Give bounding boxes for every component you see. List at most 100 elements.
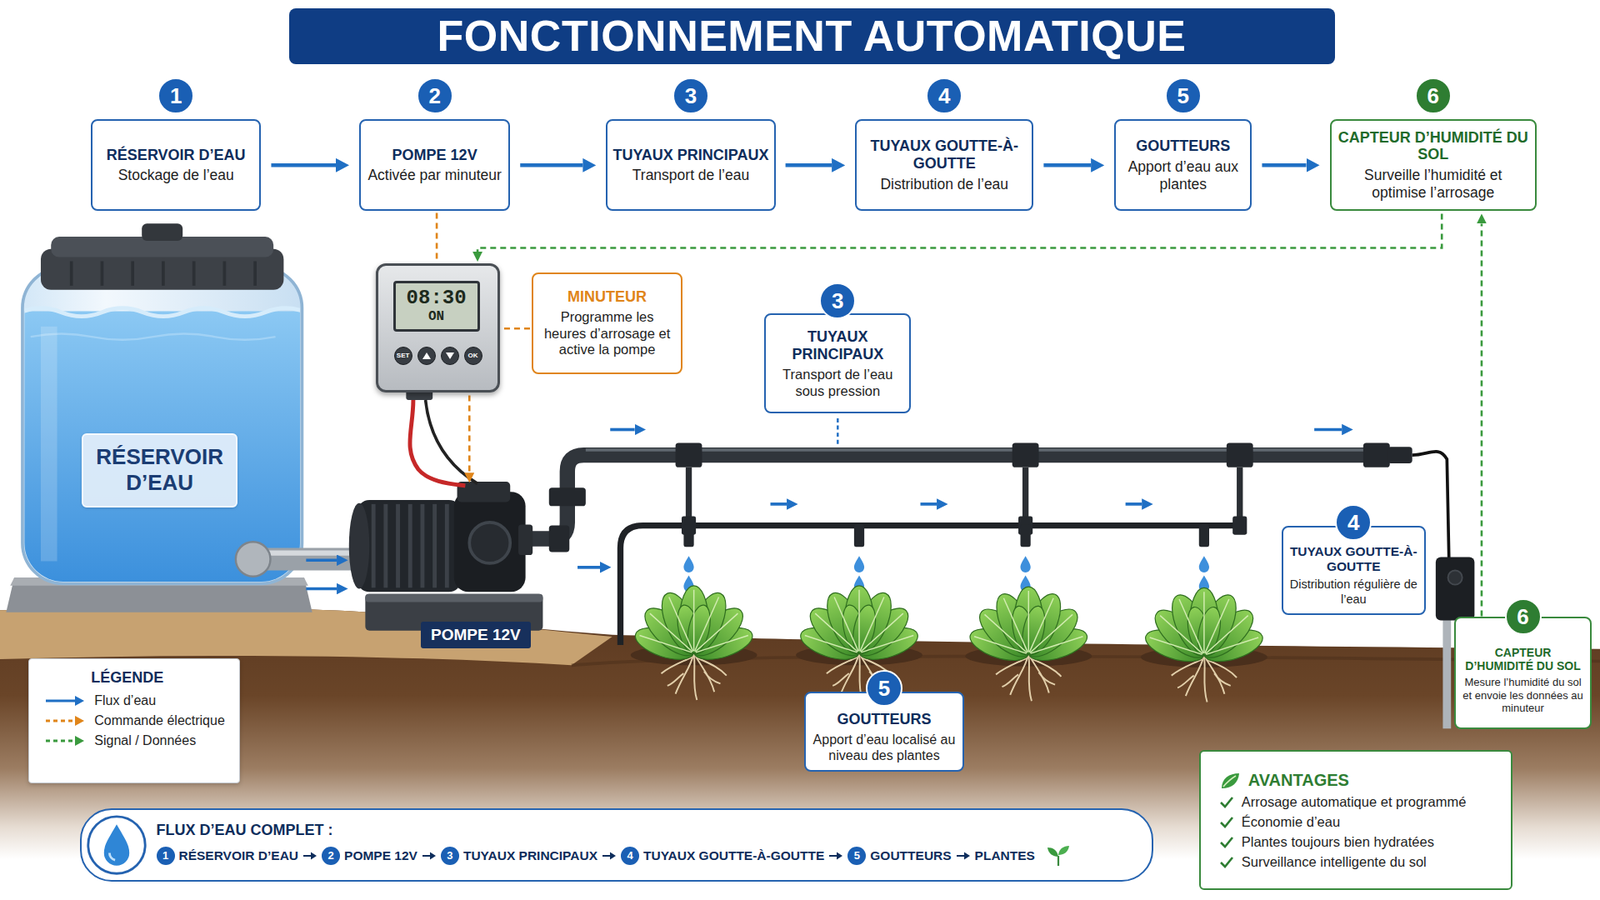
water-tank <box>71 260 255 285</box>
water-tank <box>5 223 361 613</box>
water-pipes <box>1020 555 1030 573</box>
legend-line <box>45 699 76 702</box>
flow-summary: FLUX D’EAU COMPLET :1RÉSERVOIR D’EAU2POM… <box>80 808 1154 882</box>
drop-icon <box>87 816 145 874</box>
flow-arrows <box>305 587 337 591</box>
tank-label-text: RÉSERVOIR D’EAU <box>90 444 230 496</box>
water-pipes <box>1020 524 1030 547</box>
box-heading: GOUTTEURS <box>1135 137 1230 155</box>
timer-button <box>417 346 436 365</box>
flow-step: GOUTTEURS <box>870 848 951 864</box>
benefit-text: Surveillance intelligente du sol <box>1241 854 1427 870</box>
step-box: 4TUYAUX GOUTTE-À-GOUTTEDistribution de l… <box>855 119 1034 211</box>
box-text: Transport de l’eau sous pression <box>770 366 905 400</box>
flow-arrows <box>1125 502 1143 506</box>
water-pipes <box>1012 442 1040 467</box>
flow-arrow <box>828 850 844 861</box>
step-number: 6 <box>1505 598 1542 635</box>
pump <box>445 504 450 588</box>
box-heading: GOUTTEURS <box>837 710 932 729</box>
box-heading: POMPE 12V <box>392 146 478 165</box>
ground <box>0 608 1600 900</box>
flow-arrow <box>836 852 843 860</box>
moisture-sensor <box>1442 618 1451 729</box>
flow-step: RÉSERVOIR D’EAU <box>179 848 300 864</box>
flow-arrows <box>305 430 1342 590</box>
box-heading: TUYAUX PRINCIPAUX <box>770 328 905 363</box>
box-heading: MINUTEUR <box>567 288 647 306</box>
timer-device: 08:30ON SET OK <box>375 263 500 394</box>
water-pipes <box>1232 516 1247 535</box>
flow-arrow <box>955 850 971 861</box>
pump <box>349 503 370 590</box>
legend-sample <box>44 695 86 707</box>
connector <box>1261 163 1306 168</box>
box-heading: CAPTEUR D’HUMIDITÉ DU SOL <box>1460 645 1585 673</box>
water-tank <box>24 308 300 317</box>
timer-button: SET <box>394 346 413 365</box>
check-icon <box>1219 815 1235 829</box>
water-tank <box>100 260 105 285</box>
check-icon <box>1220 797 1233 807</box>
box-text: Transport de l’eau <box>632 166 750 185</box>
flow-step: TUYAUX GOUTTE-À-GOUTTE <box>643 848 825 864</box>
box-text: Apport d’eau aux plantes <box>1120 158 1245 194</box>
legend-text: Flux d’eau <box>94 693 156 709</box>
water-tank <box>223 260 227 285</box>
step-box: 1RÉSERVOIR D’EAUStockage de l’eau <box>90 119 261 211</box>
flow-arrow <box>964 852 970 860</box>
step-box: 6CAPTEUR D’HUMIDITÉ DU SOLSurveille l’hu… <box>1330 119 1538 211</box>
water-pipes <box>854 524 865 547</box>
leaf-icon <box>1219 771 1241 790</box>
drop-icon <box>109 852 115 860</box>
legend-title: LÉGENDE <box>90 669 227 687</box>
button-label: OK <box>468 352 479 360</box>
connector <box>1043 163 1091 168</box>
box-heading: TUYAUX GOUTTE-À-GOUTTE <box>861 137 1027 172</box>
water-pipes <box>549 487 586 506</box>
timer-screen: 08:30ON <box>393 280 480 332</box>
connector <box>520 163 583 168</box>
water-tank <box>141 223 183 241</box>
connector <box>435 212 439 261</box>
legend-line <box>45 739 76 742</box>
pump <box>371 504 376 588</box>
step-number: 1 <box>157 77 195 115</box>
arrow-icon <box>445 352 455 360</box>
check-icon <box>1219 835 1235 849</box>
plants <box>796 585 922 700</box>
legend-box: LÉGENDE Flux d’eauCommande électriqueSign… <box>28 658 240 785</box>
pump <box>349 481 544 631</box>
benefit-row: Plantes toujours bien hydratées <box>1219 834 1496 850</box>
pump <box>383 504 388 588</box>
leaf-icon <box>1223 775 1236 787</box>
step-number: 3 <box>672 77 710 115</box>
timer-button: OK <box>464 346 483 365</box>
check-icon <box>1219 855 1235 869</box>
water-tank <box>130 260 135 285</box>
water-pipes <box>685 467 692 523</box>
flow-arrow <box>601 850 617 861</box>
flow-arrows <box>920 502 937 506</box>
check-icon <box>1220 837 1233 847</box>
flow-arrows <box>577 565 600 570</box>
legend-text: Signal / Données <box>94 733 196 749</box>
water-tank <box>40 326 58 562</box>
drip-callout: 4TUYAUX GOUTTE-À-GOUTTEDistribution régu… <box>1281 525 1426 615</box>
moisture-sensor <box>1435 557 1475 621</box>
step-number: 4 <box>925 77 963 115</box>
pump <box>395 504 400 588</box>
water-tank <box>253 260 257 285</box>
flow-step: POMPE 12V <box>344 848 418 864</box>
pump-unit: POMPE 12V <box>351 480 546 650</box>
flow-arrow <box>310 852 317 860</box>
pipe-callout: 3TUYAUX PRINCIPAUXTransport de l’eau sou… <box>764 313 911 414</box>
box-text: Stockage de l’eau <box>118 166 235 185</box>
flow-arrows <box>305 558 337 562</box>
box-heading: CAPTEUR D’HUMIDITÉ DU SOL <box>1336 129 1531 164</box>
legend-row: Commande électrique <box>44 713 227 729</box>
display-time: 08:30 <box>406 288 467 309</box>
pump <box>432 504 437 588</box>
title-bar: FONCTIONNEMENT AUTOMATIQUE <box>289 8 1335 65</box>
